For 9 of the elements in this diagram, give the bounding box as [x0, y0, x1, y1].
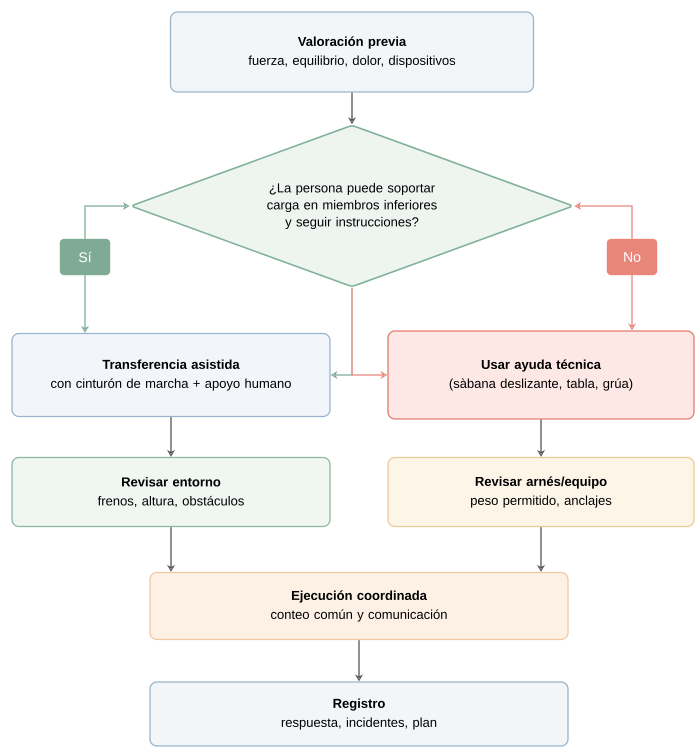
- answer-tag: Sí: [60, 238, 110, 276]
- answer-tag: No: [606, 238, 658, 276]
- process-box: Registro respuesta, incidentes, plan: [149, 681, 569, 747]
- process-box: Revisar entorno frenos, altura, obstáculos: [11, 456, 331, 528]
- process-box: Ejecución coordinada conteo común y comunicación: [149, 572, 569, 640]
- process-box: Usar ayuda técnica (sàbana deslizante, tabla, grúa): [387, 330, 695, 420]
- process-box: Valoración previa fuerza, equilibrio, dolor, dispositivos: [170, 11, 534, 93]
- process-box: Transferencia asistida con cinturón de marcha + apoyo humano: [11, 332, 331, 418]
- process-box: Revisar arnés/equipo peso permitido, anclajes: [387, 456, 695, 528]
